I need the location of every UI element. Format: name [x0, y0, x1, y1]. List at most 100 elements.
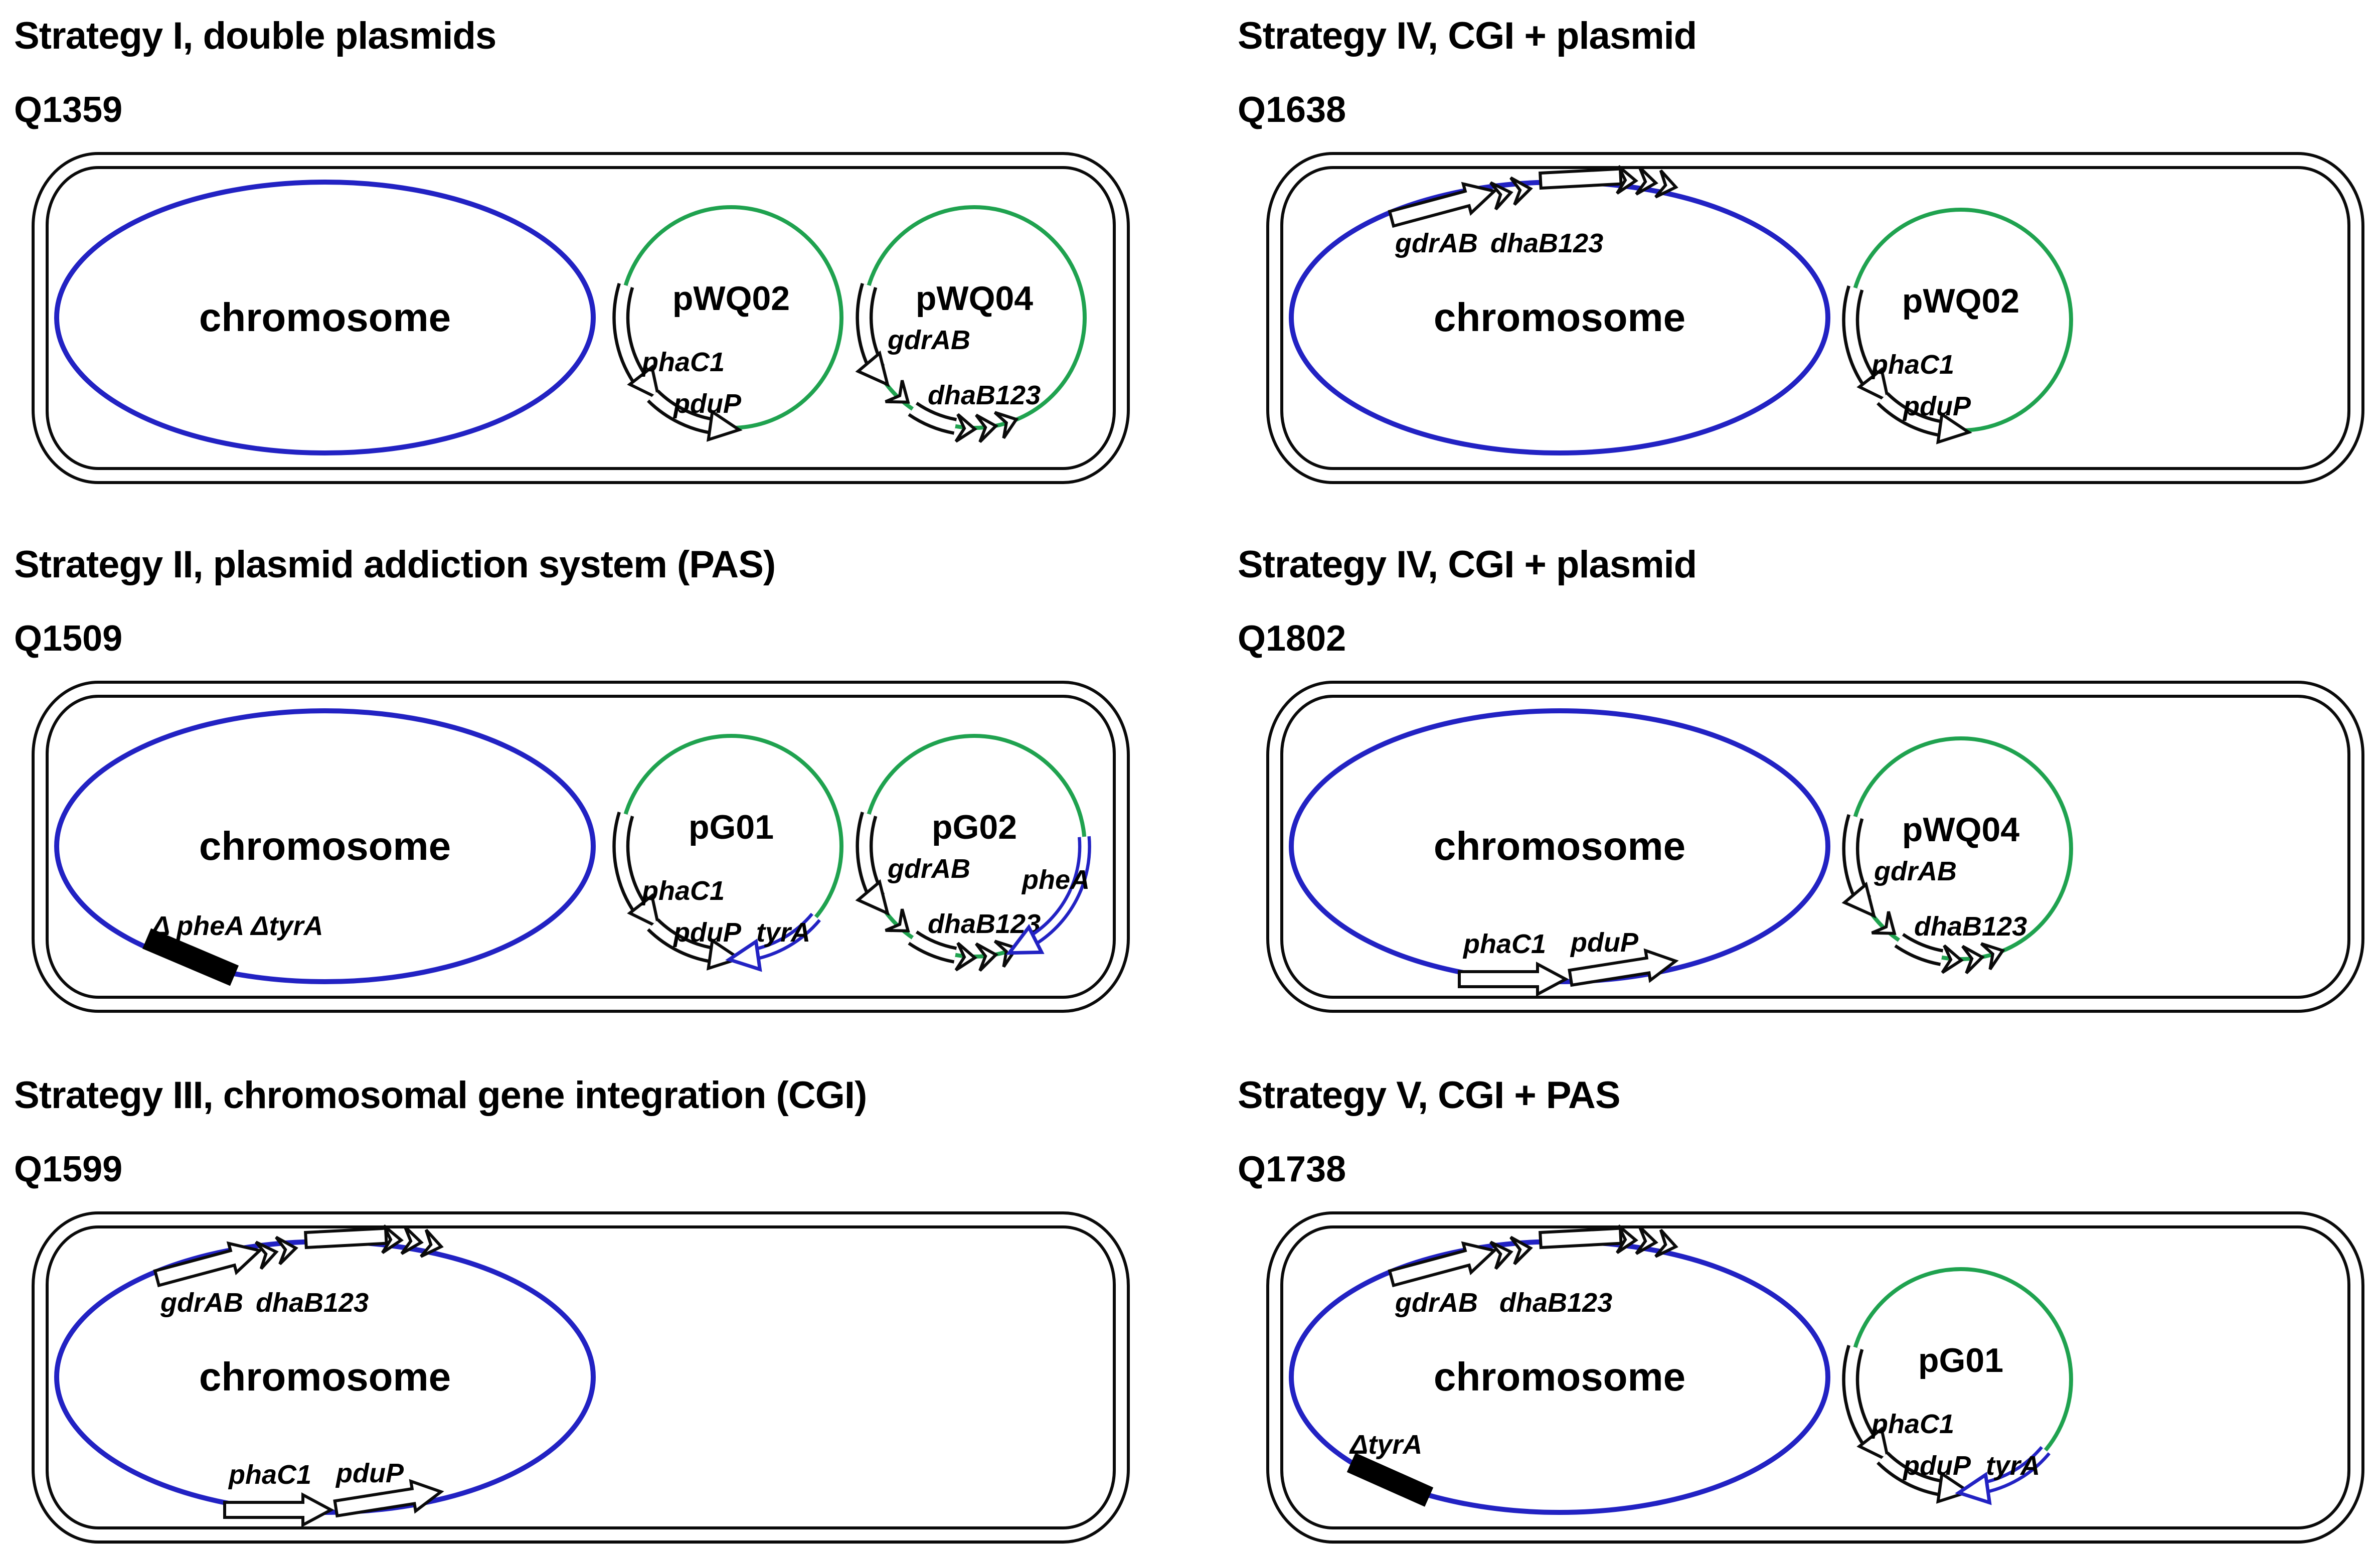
gene-label-dhaB123: dhaB123 — [256, 1288, 369, 1318]
cell-diagram-q1638: chromosome gdrAB dhaB123 pWQ02 — [1266, 152, 2364, 484]
chromosome-label: chromosome — [1434, 1354, 1685, 1399]
panel-strategy-4a: Strategy IV, CGI + plasmid Q1638 chromos… — [1238, 14, 2380, 541]
gene-label-pduP: pduP — [1902, 391, 1971, 421]
plasmid-name: pWQ04 — [916, 279, 1033, 318]
chromosome-integrated-genes-top: gdrAB dhaB123 — [153, 1225, 444, 1318]
plasmid-name: pG02 — [932, 808, 1017, 846]
gene-label-gdrAB: gdrAB — [1395, 1288, 1478, 1318]
cell-diagram-q1509: chromosome Δ pheA ΔtyrA pG01 phaC1 — [32, 681, 1130, 1013]
cell-diagram-q1359: chromosome pWQ02 phaC1 pduP — [32, 152, 1130, 484]
panel-strategy-2: Strategy II, plasmid addiction system (P… — [14, 543, 1208, 1069]
plasmid-name: pG01 — [689, 808, 774, 846]
gene-arrow-phaC1 — [612, 812, 669, 936]
gene-arrow-pduP — [1877, 392, 1971, 446]
gene-label-phaC1: phaC1 — [1871, 1409, 1954, 1439]
plasmid-pg01: pG01 phaC1 pduP tyrA — [1842, 1267, 2073, 1507]
gene-label-gdrAB: gdrAB — [887, 854, 970, 884]
strain-label: Q1802 — [1238, 619, 1346, 659]
strain-label: Q1509 — [14, 619, 123, 659]
cell-inner-membrane — [46, 166, 1116, 470]
gene-label-dhaB123: dhaB123 — [928, 380, 1041, 410]
cell-inner-membrane — [1280, 695, 2350, 999]
gene-arrow-gdrAB — [856, 283, 916, 413]
cell-diagram-q1802: chromosome phaC1 pduP pWQ04 gdrAB — [1266, 681, 2364, 1013]
cell-diagram-q1738: chromosome gdrAB dhaB123 ΔtyrA pG01 — [1266, 1211, 2364, 1543]
plasmid-pg01: pG01 phaC1 pduP tyrA — [612, 734, 843, 974]
plasmid-pg02: pG02 gdrAB dhaB123 — [856, 734, 1091, 972]
gene-arrow-pduP — [1877, 1451, 1971, 1506]
gene-label-tyrA: tyrA — [1986, 1451, 2040, 1481]
gene-arrow-pduP — [647, 389, 741, 444]
gene-arrow-tyrA — [727, 912, 821, 974]
cell-diagram-q1599: chromosome gdrAB dhaB123 phaC1 pduP — [32, 1211, 1130, 1543]
panel-title: Strategy II, plasmid addiction system (P… — [14, 543, 776, 586]
gene-label-pduP: pduP — [1902, 1451, 1971, 1481]
panel-strategy-4b: Strategy IV, CGI + plasmid Q1802 chromos… — [1238, 543, 2380, 1069]
gene-label-phaC1: phaC1 — [1462, 929, 1546, 959]
gene-label-gdrAB: gdrAB — [1395, 228, 1478, 258]
strain-label: Q1599 — [14, 1149, 123, 1189]
panel-title: Strategy IV, CGI + plasmid — [1238, 543, 1697, 586]
chromosome-label: chromosome — [199, 824, 451, 868]
gene-arrow-dhaB123 — [908, 401, 1021, 443]
gene-arrow-phaC1 — [1842, 285, 1899, 410]
plasmid-name: pWQ04 — [1902, 811, 2019, 849]
gene-label-dhaB123: dhaB123 — [1490, 228, 1603, 258]
strain-label: Q1638 — [1238, 90, 1346, 130]
chromosome-circle — [54, 180, 596, 455]
chromosome-integrated-genes-bottom: phaC1 pduP — [225, 1458, 443, 1525]
panel-strategy-1: Strategy I, double plasmids Q1359 chromo… — [14, 14, 1208, 541]
strain-label: Q1359 — [14, 90, 123, 130]
gene-label-phaC1: phaC1 — [1871, 350, 1954, 380]
panel-title: Strategy I, double plasmids — [14, 15, 496, 57]
plasmid-name: pWQ02 — [1902, 282, 2019, 320]
deletion-label: ΔtyrA — [1349, 1430, 1422, 1460]
gene-block — [305, 1228, 386, 1248]
deletion-label: Δ pheA ΔtyrA — [151, 911, 323, 941]
plasmid-pwq02: pWQ02 phaC1 pduP — [1842, 208, 2073, 446]
chromosome-label: chromosome — [199, 295, 451, 340]
plasmid-pwq04: pWQ04 gdrAB dhaB123 — [856, 205, 1087, 443]
chromosome-label: chromosome — [1434, 824, 1685, 868]
gene-arrow-phaC1 — [1842, 1345, 1899, 1469]
gene-label-pduP: pduP — [672, 389, 742, 419]
gene-arrow-phaC1 — [612, 283, 669, 407]
panel-strategy-3: Strategy III, chromosomal gene integrati… — [14, 1073, 1208, 1544]
plasmid-name: pG01 — [1918, 1341, 2003, 1379]
gene-label-dhaB123: dhaB123 — [1499, 1288, 1612, 1318]
gene-arrow-pduP — [647, 918, 741, 973]
chromosome-circle — [54, 708, 596, 984]
gene-label-gdrAB: gdrAB — [160, 1288, 243, 1318]
gene-label-phaC1: phaC1 — [641, 876, 725, 906]
gene-arrow-tyrA — [1957, 1446, 2051, 1507]
gene-label-dhaB123: dhaB123 — [1914, 911, 2027, 942]
gene-arrow-pheA — [1003, 836, 1091, 966]
plasmid-name: pWQ02 — [672, 279, 790, 318]
gene-arrow-dhaB123 — [908, 930, 1021, 972]
strain-label: Q1738 — [1238, 1149, 1346, 1189]
cell-inner-membrane — [46, 1225, 1116, 1529]
gene-block — [1540, 169, 1621, 188]
deletion-bar — [142, 928, 239, 986]
gene-arrow-gdrAB — [1842, 814, 1903, 944]
cell-inner-membrane — [1280, 166, 2350, 470]
gene-arrow-gdrAB — [856, 812, 916, 942]
cell-inner-membrane — [1280, 1225, 2350, 1529]
chromosome-integrated-genes-top: gdrAB dhaB123 — [1388, 1225, 1678, 1318]
gene-label-gdrAB: gdrAB — [1874, 856, 1957, 886]
gene-block — [1540, 1228, 1621, 1248]
chromosome-deletion: Δ pheA ΔtyrA — [142, 911, 323, 986]
deletion-bar — [1346, 1453, 1434, 1507]
gene-label-pduP: pduP — [1570, 928, 1639, 958]
gene-label-pheA: pheA — [1021, 865, 1090, 895]
gene-label-phaC1: phaC1 — [641, 347, 725, 377]
plasmid-pwq02: pWQ02 phaC1 pduP — [612, 205, 843, 444]
chromosome-label: chromosome — [199, 1354, 451, 1399]
plasmid-pwq04: pWQ04 gdrAB dhaB123 — [1842, 736, 2073, 974]
panel-strategy-5: Strategy V, CGI + PAS Q1738 chromosome g… — [1238, 1073, 2380, 1544]
chromosome-label: chromosome — [1434, 295, 1685, 340]
gene-arrow-dhaB123 — [1894, 933, 2007, 974]
gene-label-gdrAB: gdrAB — [887, 325, 970, 355]
cell-inner-membrane — [46, 695, 1116, 999]
